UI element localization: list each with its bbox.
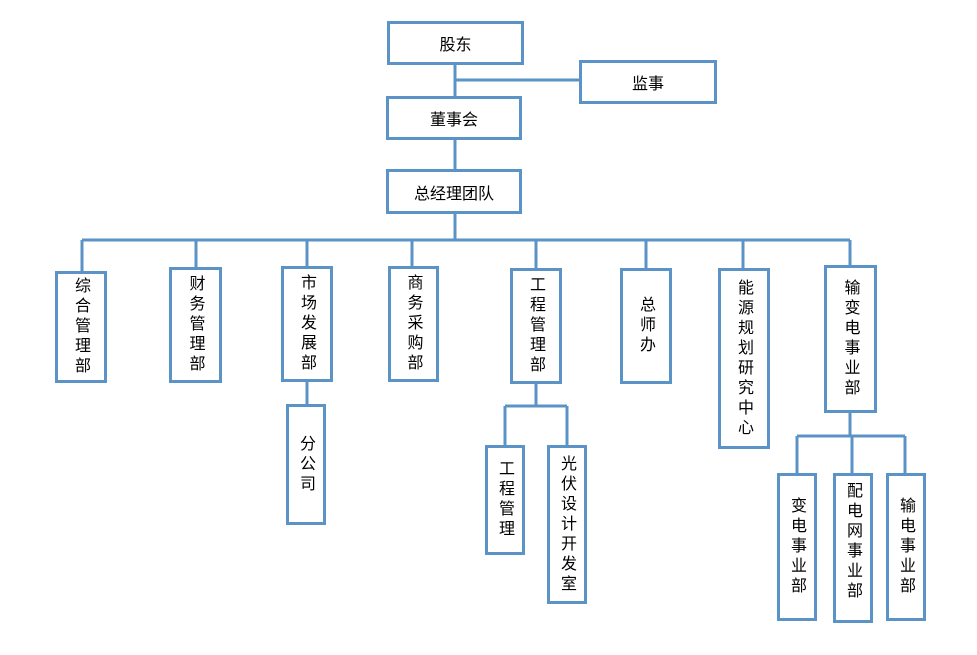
node-label: 输变电事业部 <box>841 279 861 399</box>
node-board: 董事会 <box>386 96 522 140</box>
node-distribution: 配电网事业部 <box>833 473 873 623</box>
node-label: 光伏设计开发室 <box>558 454 577 595</box>
node-label: 总师办 <box>637 296 656 356</box>
node-label: 输电事业部 <box>897 497 916 597</box>
node-engineering: 工程管理部 <box>510 268 562 384</box>
node-energy-planning: 能源规划研究中心 <box>718 268 770 449</box>
node-label: 变电事业部 <box>788 497 807 597</box>
node-shareholders: 股东 <box>387 21 524 65</box>
node-general-management: 综合管理部 <box>55 271 107 383</box>
node-finance: 财务管理部 <box>169 267 222 383</box>
node-transmission-division: 输变电事业部 <box>824 265 877 413</box>
node-market-development: 市场发展部 <box>281 266 333 382</box>
node-chief-engineer: 总师办 <box>620 268 672 384</box>
node-substation: 变电事业部 <box>777 473 817 621</box>
node-procurement: 商务采购部 <box>388 266 439 382</box>
node-label: 工程管理部 <box>527 276 546 376</box>
node-gm-team: 总经理团队 <box>386 169 522 214</box>
node-pv-design: 光伏设计开发室 <box>547 445 587 604</box>
node-label: 市场发展部 <box>298 274 317 374</box>
node-branch: 分公司 <box>286 404 326 525</box>
node-supervisors: 监事 <box>579 60 717 104</box>
node-label: 配电网事业部 <box>844 482 863 602</box>
node-label: 工程管理 <box>496 460 515 540</box>
node-engineering-sub: 工程管理 <box>485 445 525 555</box>
node-label: 财务管理部 <box>186 275 206 375</box>
node-label: 监事 <box>631 74 664 93</box>
node-label: 能源规划研究中心 <box>735 278 754 439</box>
node-label: 分公司 <box>297 434 316 495</box>
node-label: 商务采购部 <box>404 274 424 374</box>
node-label: 总经理团队 <box>413 183 494 203</box>
node-label: 股东 <box>439 35 472 54</box>
node-transmission-sub: 输电事业部 <box>886 473 926 621</box>
node-label: 综合管理部 <box>72 277 91 377</box>
node-label: 董事会 <box>429 110 478 129</box>
